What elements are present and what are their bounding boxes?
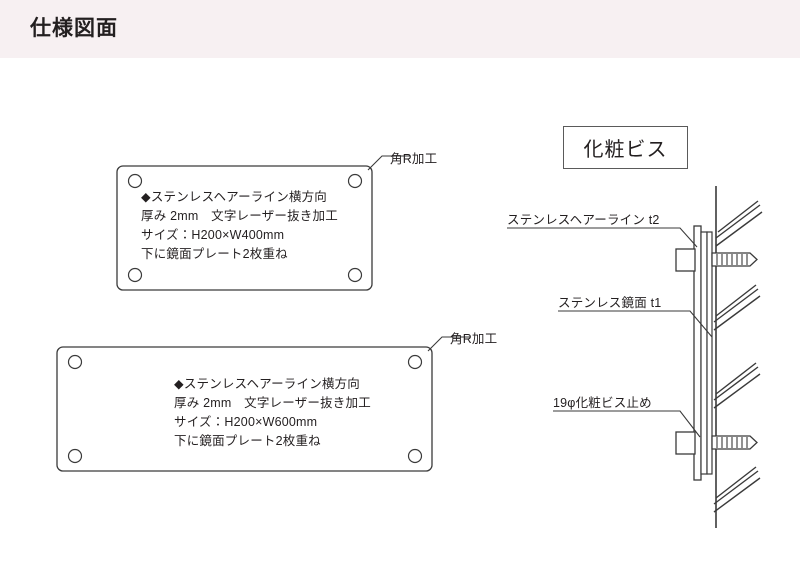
plate-1-corner-label: 角R加工 <box>390 152 438 166</box>
plate-1-hole-bottom-left <box>127 267 143 283</box>
page-title: 仕様図面 <box>30 17 118 40</box>
plate-1-corner-leader <box>367 155 410 171</box>
screw-section-drawing <box>507 186 763 528</box>
plate-2-corner-label: 角R加工 <box>450 332 498 346</box>
callout-screw-label: 19φ化粧ビス止め <box>553 396 652 410</box>
plate-2-hole-bottom-left <box>67 448 83 464</box>
plate-2-hole-bottom-right <box>407 448 423 464</box>
plate-2-corner-leader <box>427 336 470 352</box>
header-band <box>0 0 800 58</box>
wall-hatch-4 <box>713 466 761 513</box>
plate-1-hole-top-left <box>127 173 143 189</box>
plate-2-body <box>56 346 433 472</box>
plate-1-body <box>116 165 373 291</box>
plate-1-line-2: 厚み 2mm 文字レーザー抜き加工 <box>141 209 338 223</box>
section-title-box: 化粧ビス <box>563 126 688 169</box>
plate-1-line-4: 下に鏡面プレート2枚重ね <box>141 247 288 261</box>
callout-mirror-leader <box>558 310 713 338</box>
plate-2-hole-top-right <box>407 354 423 370</box>
callout-mirror-label: ステンレス鏡面 t1 <box>558 296 662 310</box>
plate-2-line-2: 厚み 2mm 文字レーザー抜き加工 <box>174 396 371 410</box>
plate-2-spec-text: ◆ステンレスヘアーライン横方向 厚み 2mm 文字レーザー抜き加工 サイズ：H2… <box>174 375 371 451</box>
plate-1-drawing <box>116 155 410 291</box>
screw-top <box>675 248 758 272</box>
screw-top-head <box>675 248 696 272</box>
plate-1-hole-bottom-right <box>347 267 363 283</box>
plate-1-spec-text: ◆ステンレスヘアーライン横方向 厚み 2mm 文字レーザー抜き加工 サイズ：H2… <box>141 188 338 264</box>
callout-screw-leader <box>553 410 701 438</box>
callout-hairline-label: ステンレスヘアーライン t2 <box>507 213 660 227</box>
plate-2-line-4: 下に鏡面プレート2枚重ね <box>174 434 321 448</box>
plate-1-line-3: サイズ：H200×W400mm <box>141 228 285 242</box>
screw-top-threads <box>716 254 748 265</box>
wall-hatch-3 <box>713 362 761 409</box>
plate-2-line-3: サイズ：H200×W600mm <box>174 415 318 429</box>
plate-1-hole-top-right <box>347 173 363 189</box>
callout-hairline-leader <box>507 227 698 248</box>
screw-bottom <box>675 431 758 455</box>
plate-2-hole-top-left <box>67 354 83 370</box>
section-title-label: 化粧ビス <box>583 139 668 161</box>
screw-top-shank <box>711 252 758 267</box>
section-plate-mirror-1 <box>700 231 708 475</box>
wall-hatch-2 <box>713 284 761 331</box>
plate-2-drawing <box>56 336 470 472</box>
section-plate-mirror-2 <box>706 231 713 475</box>
plate-2-line-1: ◆ステンレスヘアーライン横方向 <box>174 377 360 391</box>
screw-bottom-threads <box>716 437 748 448</box>
wall-hatch-1 <box>715 200 763 247</box>
screw-bottom-shank <box>711 435 758 450</box>
plate-1-line-1: ◆ステンレスヘアーライン横方向 <box>141 190 327 204</box>
screw-bottom-head <box>675 431 696 455</box>
